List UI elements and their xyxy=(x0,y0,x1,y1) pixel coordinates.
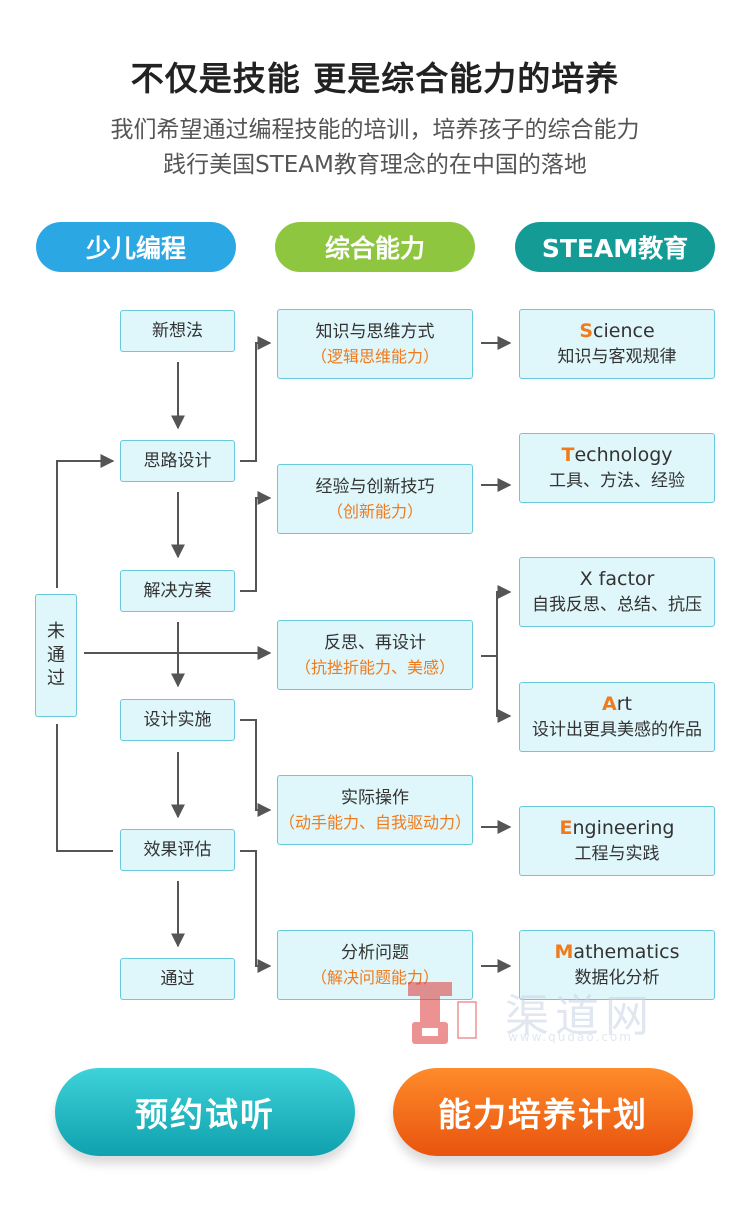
column-header-kids-coding: 少儿编程 xyxy=(36,222,236,272)
steam-initial: A xyxy=(602,692,617,715)
steam-x-factor: X factor 自我反思、总结、抗压 xyxy=(519,557,715,627)
steam-title: Science xyxy=(579,318,654,346)
ability-sub: （解决问题能力） xyxy=(310,967,439,987)
node-not-passed: 未 通 过 xyxy=(35,594,77,717)
steam-rest: X factor xyxy=(579,567,655,590)
steam-title: Mathematics xyxy=(555,939,680,967)
watermark-text: 渠道网 xyxy=(505,991,655,1042)
node-new-idea: 新想法 xyxy=(120,310,235,352)
steam-desc: 知识与客观规律 xyxy=(557,347,677,368)
not-passed-char: 未 xyxy=(47,621,65,643)
ability-sub: （动手能力、自我驱动力） xyxy=(278,812,471,832)
ability-plan-button[interactable]: 能力培养计划 xyxy=(393,1068,693,1156)
node-passed: 通过 xyxy=(120,958,235,1000)
steam-rest: rt xyxy=(616,692,632,715)
ability-sub: （抗挫折能力、美感） xyxy=(294,657,455,677)
steam-mathematics: Mathematics 数据化分析 xyxy=(519,930,715,1000)
page-title: 不仅是技能 更是综合能力的培养 xyxy=(130,59,620,98)
ability-reflection: 反思、再设计 （抗挫折能力、美感） xyxy=(277,620,473,690)
steam-title: Engineering xyxy=(560,815,675,843)
steam-initial: T xyxy=(561,443,575,466)
ability-name: 经验与创新技巧 xyxy=(315,477,435,498)
ability-name: 知识与思维方式 xyxy=(315,322,435,343)
ability-name: 实际操作 xyxy=(341,788,409,809)
not-passed-char: 通 xyxy=(47,644,65,666)
ability-practice: 实际操作 （动手能力、自我驱动力） xyxy=(277,775,473,845)
node-idea-design: 思路设计 xyxy=(120,440,235,482)
steam-rest: ngineering xyxy=(572,816,675,839)
steam-title: Art xyxy=(602,691,632,719)
ability-knowledge: 知识与思维方式 （逻辑思维能力） xyxy=(277,309,473,379)
steam-initial: S xyxy=(579,319,594,342)
steam-engineering: Engineering 工程与实践 xyxy=(519,806,715,876)
steam-desc: 数据化分析 xyxy=(574,968,660,989)
book-trial-button[interactable]: 预约试听 xyxy=(55,1068,355,1156)
steam-title: Technology xyxy=(561,442,672,470)
ability-analysis: 分析问题 （解决问题能力） xyxy=(277,930,473,1000)
node-implementation: 设计实施 xyxy=(120,699,235,741)
steam-rest: echnology xyxy=(574,443,673,466)
ability-name: 反思、再设计 xyxy=(324,633,426,654)
watermark: 渠道网 www.qudao.com xyxy=(400,972,700,1052)
not-passed-char: 过 xyxy=(47,668,65,690)
ability-sub: （逻辑思维能力） xyxy=(310,346,439,366)
steam-technology: Technology 工具、方法、经验 xyxy=(519,433,715,503)
steam-desc: 工具、方法、经验 xyxy=(549,471,685,492)
column-header-abilities: 综合能力 xyxy=(275,222,475,272)
column-header-steam: STEAM教育 xyxy=(515,222,715,272)
steam-initial: M xyxy=(554,940,574,963)
ability-name: 分析问题 xyxy=(341,943,409,964)
node-solution: 解决方案 xyxy=(120,570,235,612)
subtitle-line-1: 我们希望通过编程技能的培训，培养孩子的综合能力 xyxy=(110,117,640,143)
steam-initial: E xyxy=(559,816,573,839)
steam-rest: cience xyxy=(593,319,655,342)
watermark-logo-icon xyxy=(408,982,477,1044)
steam-art: Art 设计出更具美感的作品 xyxy=(519,682,715,752)
steam-science: Science 知识与客观规律 xyxy=(519,309,715,379)
steam-desc: 自我反思、总结、抗压 xyxy=(532,595,702,616)
ability-innovation: 经验与创新技巧 （创新能力） xyxy=(277,464,473,534)
ability-sub: （创新能力） xyxy=(326,501,423,521)
steam-desc: 工程与实践 xyxy=(574,844,660,865)
subtitle-line-2: 践行美国STEAM教育理念的在中国的落地 xyxy=(163,152,587,178)
steam-rest: athematics xyxy=(573,940,680,963)
steam-title: X factor xyxy=(580,566,655,594)
node-evaluation: 效果评估 xyxy=(120,829,235,871)
watermark-url: www.qudao.com xyxy=(508,1030,633,1044)
steam-desc: 设计出更具美感的作品 xyxy=(532,720,702,741)
